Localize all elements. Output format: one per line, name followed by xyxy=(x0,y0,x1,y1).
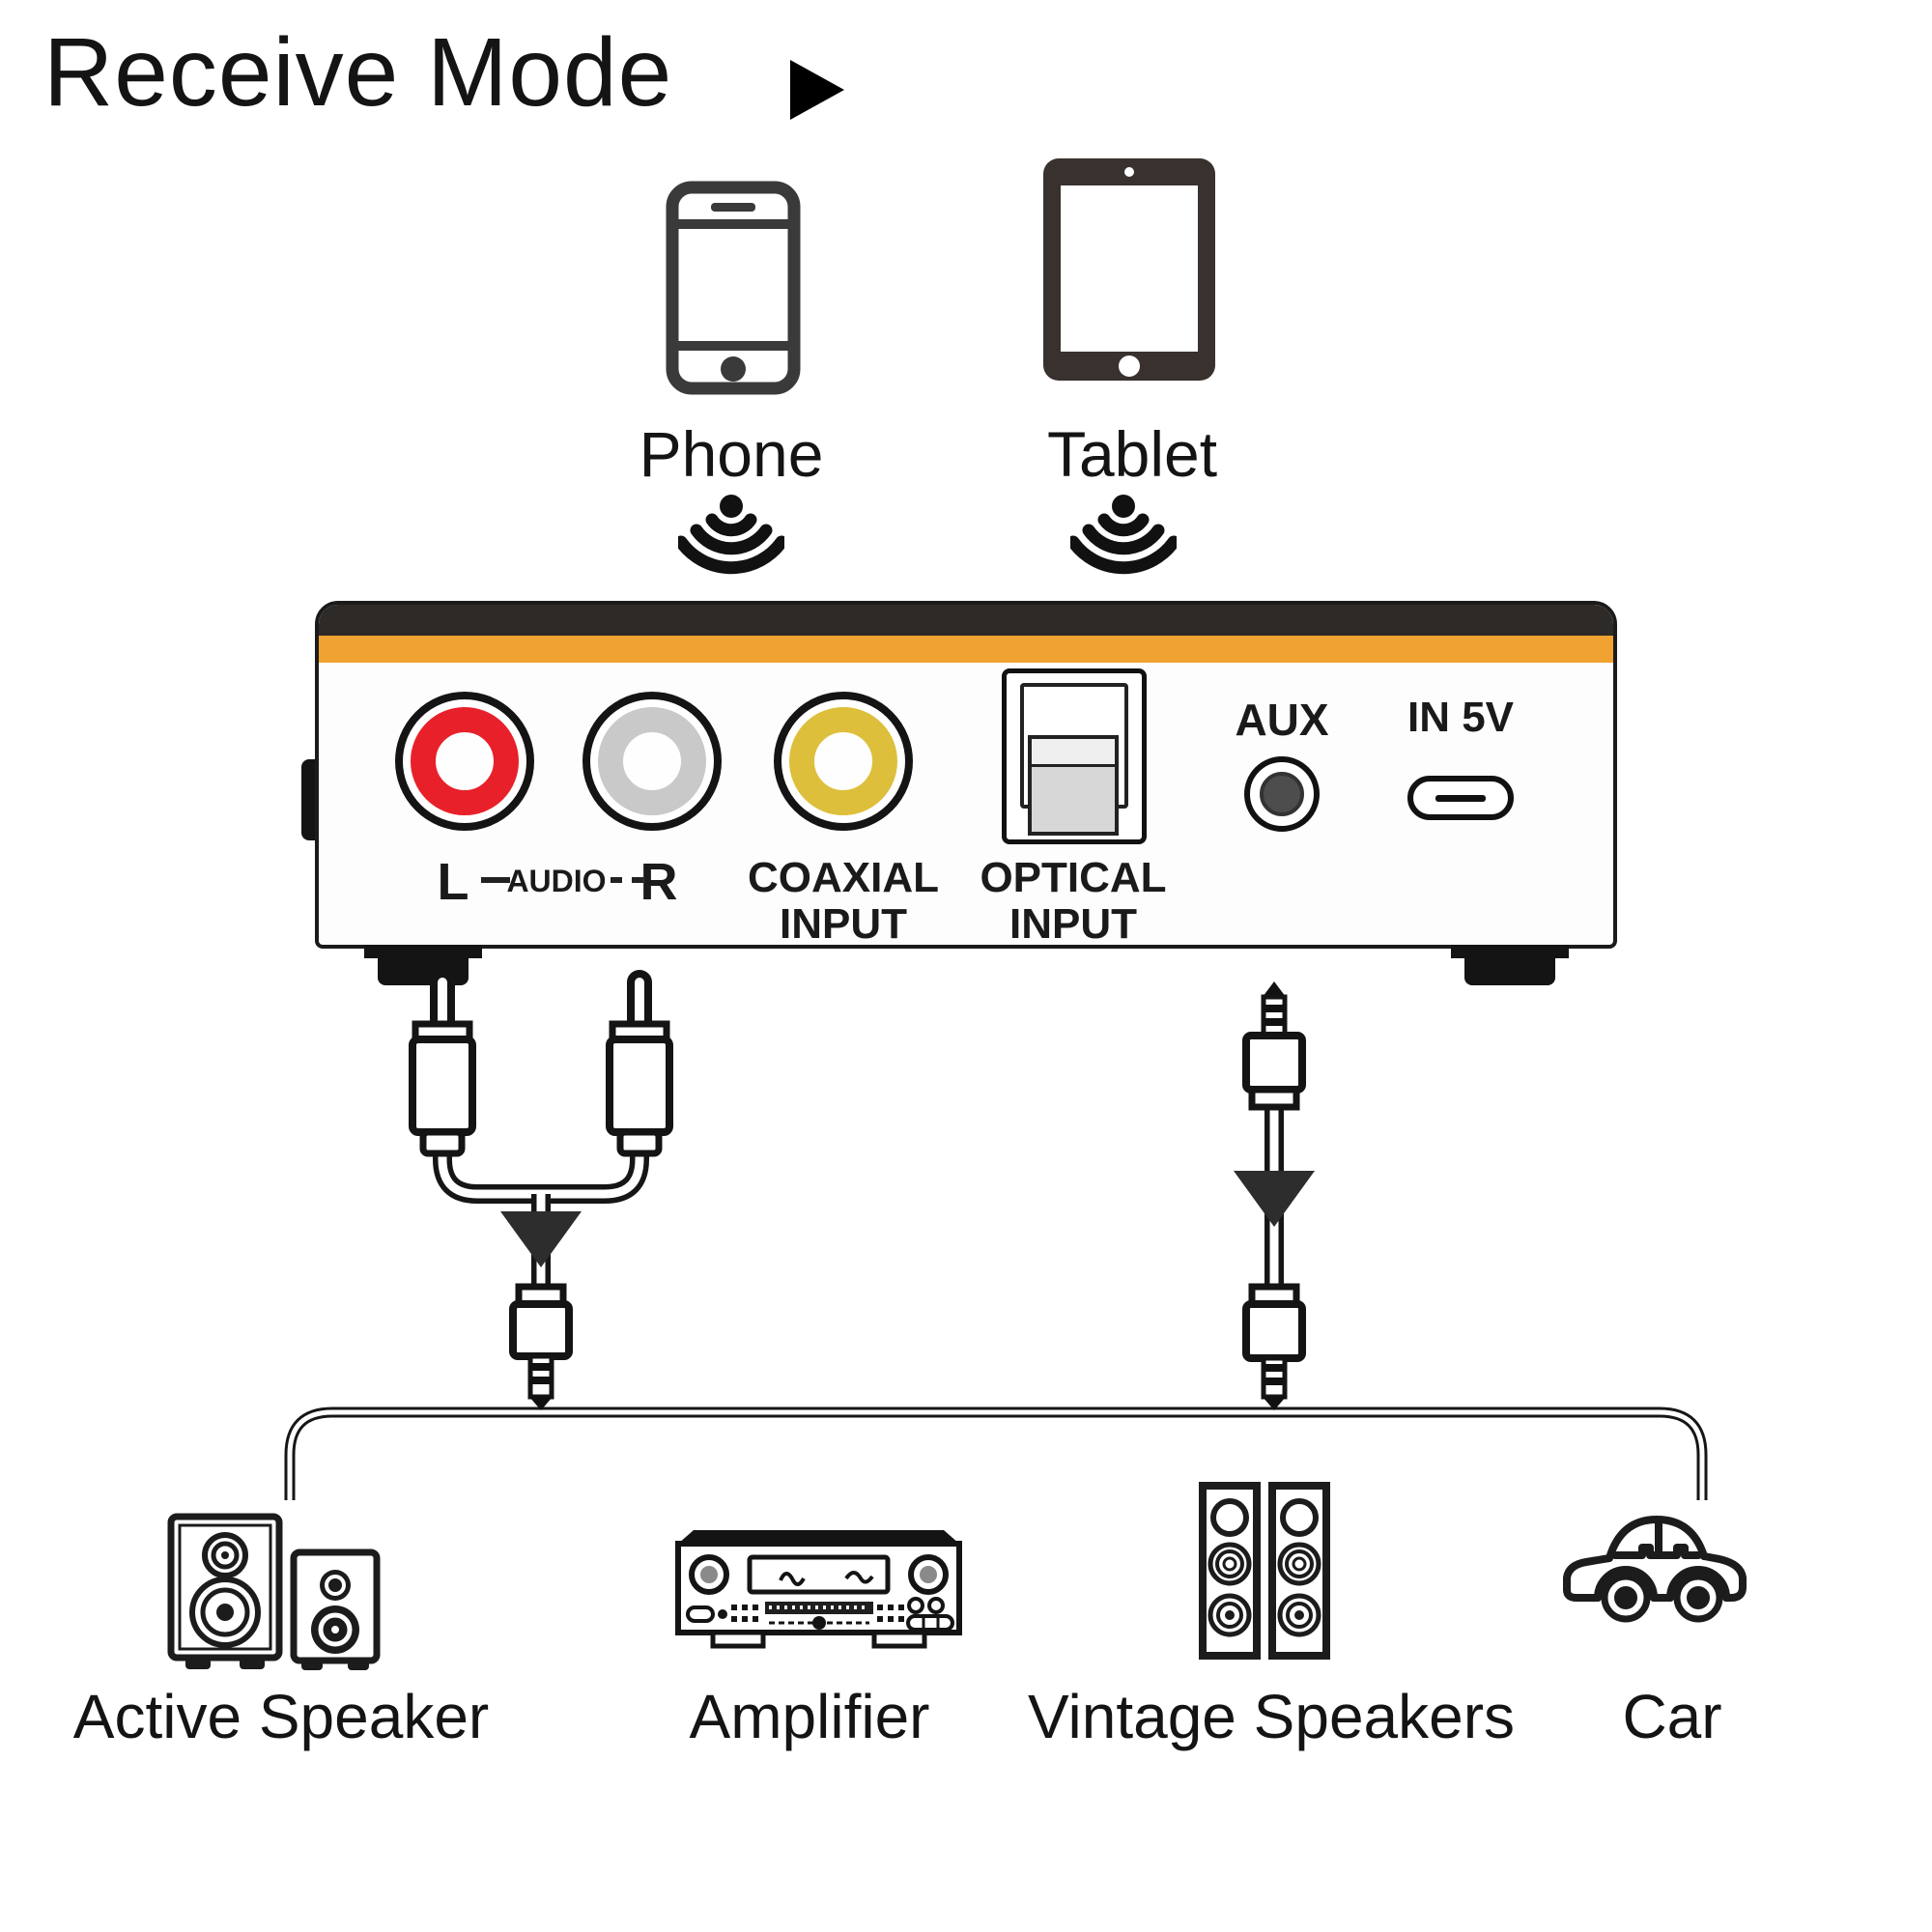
arrow-down-icon xyxy=(1234,1171,1315,1227)
aux-jack xyxy=(1244,756,1320,832)
page-title: Receive Mode xyxy=(43,18,673,127)
tablet-icon xyxy=(1043,158,1215,381)
vintage-speakers-icon xyxy=(1199,1482,1330,1660)
rca-jack-left-red xyxy=(395,692,534,831)
device-foot-left xyxy=(364,945,482,985)
wireless-signal-icon xyxy=(1070,495,1177,575)
rca-y-cable xyxy=(409,970,673,1410)
usb-c-port xyxy=(1407,776,1514,820)
tablet-label: Tablet xyxy=(1046,418,1218,490)
aux-label: AUX xyxy=(1235,695,1329,745)
rca-audio-label: AUDIO xyxy=(506,864,607,898)
vintage-speakers-label: Vintage Speakers xyxy=(1027,1682,1516,1751)
connection-bus-line xyxy=(284,1406,1708,1500)
active-speaker-icon xyxy=(167,1513,381,1670)
device-top-bar xyxy=(319,605,1613,636)
optical-port xyxy=(1002,668,1147,844)
usb-c-slot xyxy=(1435,794,1486,802)
label-dash xyxy=(481,877,510,883)
device-foot-right xyxy=(1451,945,1569,985)
car-label: Car xyxy=(1622,1682,1722,1751)
rca-jack-right-white xyxy=(582,692,722,831)
aux-cable xyxy=(1234,981,1315,1410)
receiver-device: L AUDIO R COAXIAL INPUT OPTICAL INPUT AU… xyxy=(315,601,1617,949)
optical-connector xyxy=(1028,735,1119,836)
rca-white-ring xyxy=(598,707,706,815)
active-speaker-label: Active Speaker xyxy=(72,1682,490,1751)
phone-icon xyxy=(666,181,801,395)
amplifier-icon xyxy=(675,1530,962,1649)
phone-label: Phone xyxy=(639,418,824,490)
coaxial-label-line2: INPUT xyxy=(780,900,907,948)
arrow-down-icon xyxy=(500,1211,582,1267)
car-icon xyxy=(1563,1516,1747,1623)
wireless-signal-icon xyxy=(678,495,784,575)
rca-jack-coaxial-yellow xyxy=(774,692,913,831)
rca-left-label: L xyxy=(437,853,469,911)
coaxial-label-line1: COAXIAL xyxy=(748,854,939,901)
rca-right-label: R xyxy=(639,853,678,911)
power-label: IN 5V xyxy=(1406,694,1515,741)
optical-connector-band xyxy=(1032,739,1115,767)
device-side-button xyxy=(301,759,317,840)
amplifier-label: Amplifier xyxy=(689,1682,930,1751)
optical-label-line1: OPTICAL xyxy=(980,854,1167,901)
optical-label-line2: INPUT xyxy=(1009,900,1137,948)
device-accent-stripe xyxy=(319,636,1613,663)
aux-jack-hole xyxy=(1260,772,1304,816)
label-dash-dotted xyxy=(611,877,643,883)
play-arrow-icon xyxy=(790,60,844,120)
